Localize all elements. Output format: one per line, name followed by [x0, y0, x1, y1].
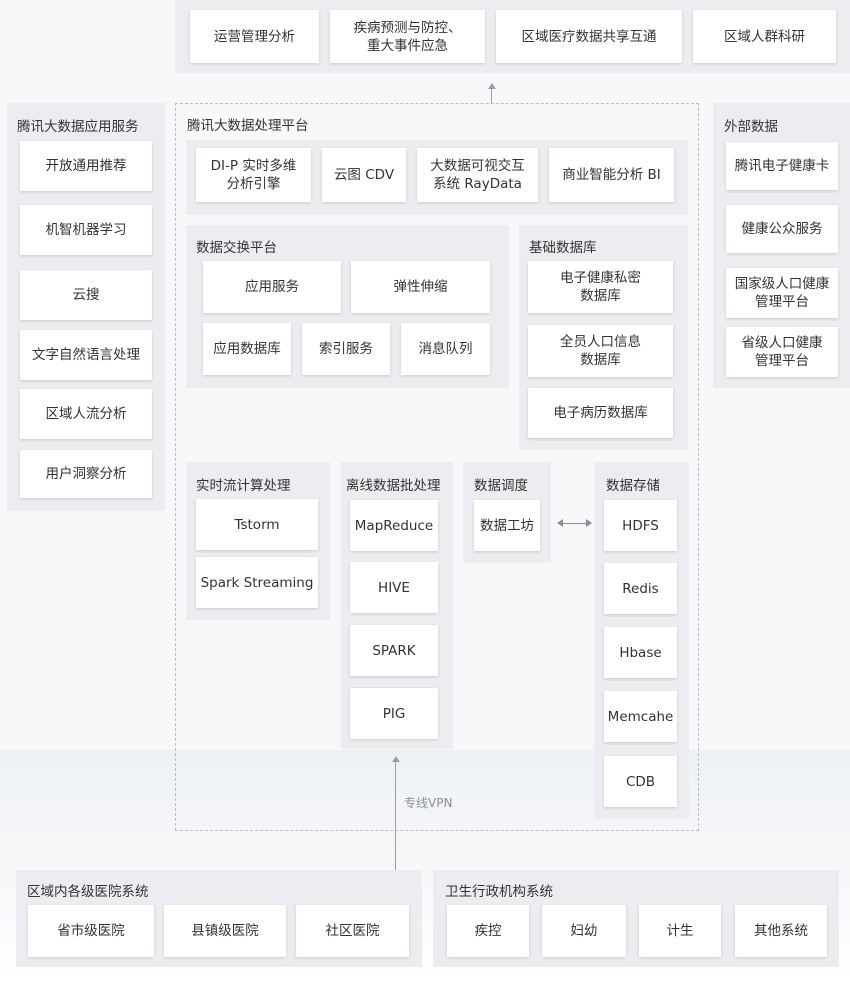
arrow-up-icon: [392, 756, 400, 762]
schedule-data-workshop[interactable]: 数据工坊: [474, 500, 540, 551]
schedule-title: 数据调度: [474, 478, 528, 494]
left-item-search[interactable]: 云搜: [20, 270, 152, 320]
tool-bi[interactable]: 商业智能分析 BI: [549, 148, 674, 202]
left-item-insight[interactable]: 用户洞察分析: [20, 450, 152, 498]
base-db-title: 基础数据库: [529, 240, 597, 256]
external-item-public-service[interactable]: 健康公众服务: [726, 205, 838, 253]
storage-hdfs[interactable]: HDFS: [604, 500, 677, 551]
tool-dip[interactable]: DI-P 实时多维 分析引擎: [196, 148, 311, 202]
exchange-title: 数据交换平台: [196, 240, 277, 256]
batch-title: 离线数据批处理: [346, 478, 441, 494]
exchange-app-service[interactable]: 应用服务: [203, 261, 341, 313]
base-db-emr[interactable]: 电子病历数据库: [528, 388, 673, 438]
batch-spark[interactable]: SPARK: [350, 625, 438, 676]
platform-container: [175, 103, 699, 831]
storage-title: 数据存储: [606, 478, 660, 494]
external-item-provincial-platform[interactable]: 省级人口健康 管理平台: [726, 327, 838, 377]
top-app-operations[interactable]: 运营管理分析: [190, 10, 319, 63]
arrow-left-icon: [557, 519, 563, 527]
left-services-title: 腾讯大数据应用服务: [17, 119, 139, 135]
storage-cdb[interactable]: CDB: [604, 756, 677, 807]
hospital-community[interactable]: 社区医院: [296, 905, 409, 957]
connector-line: [491, 88, 492, 103]
vpn-connector-line: [395, 761, 396, 870]
exchange-message-queue[interactable]: 消息队列: [401, 323, 490, 375]
stream-tstorm[interactable]: Tstorm: [196, 499, 318, 550]
exchange-elastic-scaling[interactable]: 弹性伸缩: [351, 261, 490, 313]
hospital-provincial[interactable]: 省市级医院: [28, 905, 154, 957]
base-db-population[interactable]: 全员人口信息 数据库: [528, 325, 673, 377]
connector-line-double: [562, 523, 586, 524]
exchange-index-service[interactable]: 索引服务: [302, 323, 390, 375]
top-app-data-sharing[interactable]: 区域医疗数据共享互通: [496, 10, 682, 63]
top-app-disease-prediction[interactable]: 疾病预测与防控、 重大事件应急: [330, 10, 485, 63]
tool-raydata[interactable]: 大数据可视交互 系统 RayData: [417, 148, 538, 202]
health-admin-maternal[interactable]: 妇幼: [542, 905, 626, 957]
health-admin-cdc[interactable]: 疾控: [447, 905, 529, 957]
storage-redis[interactable]: Redis: [604, 563, 677, 614]
platform-title: 腾讯大数据处理平台: [187, 118, 309, 134]
storage-memcahe[interactable]: Memcahe: [604, 691, 677, 742]
health-admin-other[interactable]: 其他系统: [735, 905, 827, 957]
external-item-health-card[interactable]: 腾讯电子健康卡: [726, 142, 838, 190]
batch-pig[interactable]: PIG: [350, 688, 438, 739]
arrow-right-icon: [586, 519, 592, 527]
left-item-crowd[interactable]: 区域人流分析: [20, 389, 152, 439]
left-item-nlp[interactable]: 文字自然语言处理: [20, 330, 152, 380]
base-db-health-private[interactable]: 电子健康私密 数据库: [528, 261, 673, 313]
hospital-title: 区域内各级医院系统: [27, 884, 149, 900]
hospital-county[interactable]: 县镇级医院: [164, 905, 286, 957]
arrow-up-icon: [488, 83, 496, 89]
health-admin-family-planning[interactable]: 计生: [639, 905, 721, 957]
stream-spark-streaming[interactable]: Spark Streaming: [196, 557, 318, 608]
left-item-ml[interactable]: 机智机器学习: [20, 205, 152, 255]
storage-hbase[interactable]: Hbase: [604, 627, 677, 678]
left-item-recommend[interactable]: 开放通用推荐: [20, 141, 152, 191]
stream-title: 实时流计算处理: [196, 478, 291, 494]
tool-cdv[interactable]: 云图 CDV: [322, 148, 406, 202]
exchange-app-database[interactable]: 应用数据库: [203, 323, 291, 375]
batch-mapreduce[interactable]: MapReduce: [350, 500, 438, 551]
external-item-national-platform[interactable]: 国家级人口健康 管理平台: [726, 268, 838, 318]
external-data-title: 外部数据: [724, 119, 778, 135]
top-app-research[interactable]: 区域人群科研: [693, 10, 836, 63]
vpn-label: 专线VPN: [404, 796, 453, 810]
batch-hive[interactable]: HIVE: [350, 562, 438, 613]
health-admin-title: 卫生行政机构系统: [445, 884, 553, 900]
